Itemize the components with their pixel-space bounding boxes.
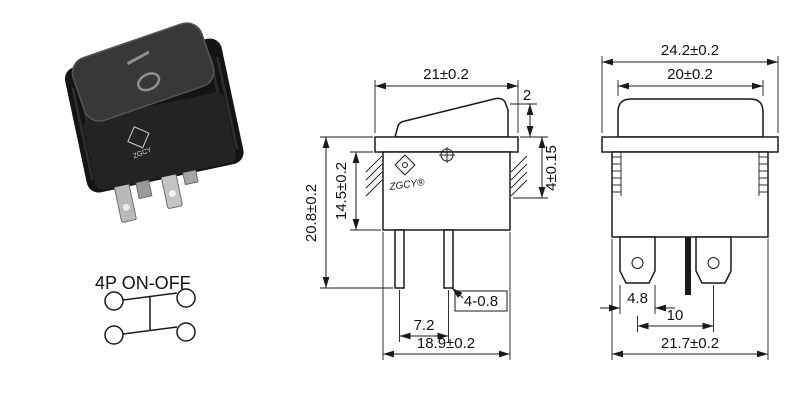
side-pin xyxy=(394,229,405,289)
terminal xyxy=(104,291,124,311)
front-view: 24.2±0.2 20±0.2 4.8 10 21 xyxy=(600,42,779,360)
svg-text:4±0.15: 4±0.15 xyxy=(543,145,560,191)
side-pin xyxy=(443,229,454,289)
zgcy-logo-text: ZGCY® xyxy=(388,177,426,193)
svg-text:20±0.2: 20±0.2 xyxy=(667,66,713,83)
wing-serrations-right xyxy=(758,152,768,196)
side-view: ZGCY® 21±0.2 2 4±0.15 1 xyxy=(303,66,560,360)
svg-text:2: 2 xyxy=(523,87,531,104)
terminal xyxy=(176,322,196,342)
dim-side-rocker-height: 2 xyxy=(510,87,548,138)
pin-hole xyxy=(631,257,644,269)
terminal xyxy=(176,288,196,308)
front-flange xyxy=(601,136,779,153)
center-pin xyxy=(685,237,691,295)
dim-side-pin-pitch: 7.2 xyxy=(399,290,449,342)
front-pin xyxy=(619,236,656,284)
dim-front-pin-pitch: 10 xyxy=(637,285,714,332)
on-symbol xyxy=(126,50,150,65)
schematic-label: 4P ON-OFF xyxy=(95,273,191,293)
pin-hole xyxy=(707,257,720,269)
dim-front-bottom-width: 21.7±0.2 xyxy=(611,239,769,360)
front-pin xyxy=(695,236,732,284)
label-side-pin-size: 4-0.8 xyxy=(451,287,508,312)
switch-front-face xyxy=(83,92,237,190)
side-rocker xyxy=(394,97,509,138)
lever-line xyxy=(122,292,178,301)
svg-text:21.7±0.2: 21.7±0.2 xyxy=(661,335,719,352)
panel-hatch-right xyxy=(510,155,528,197)
dim-side-body-height: 14.5±0.2 xyxy=(333,151,381,231)
dim-front-top-width: 24.2±0.2 xyxy=(601,42,779,133)
terminal xyxy=(104,325,124,345)
dim-front-pin-width: 4.8 xyxy=(600,285,675,314)
dim-side-top-width: 21±0.2 xyxy=(374,66,519,133)
side-body xyxy=(382,151,511,231)
svg-text:14.5±0.2: 14.5±0.2 xyxy=(333,162,350,220)
switch-photo: ZGCY xyxy=(64,22,244,223)
schematic: 4P ON-OFF xyxy=(95,273,196,345)
front-rocker xyxy=(617,98,764,138)
switch-rocker xyxy=(71,22,215,122)
svg-text:4.8: 4.8 xyxy=(627,290,648,307)
side-flange xyxy=(374,136,519,153)
svg-text:21±0.2: 21±0.2 xyxy=(423,66,469,83)
front-body xyxy=(611,151,769,238)
svg-text:4-0.8: 4-0.8 xyxy=(464,293,498,310)
svg-text:24.2±0.2: 24.2±0.2 xyxy=(661,42,719,59)
panel-hatch-left xyxy=(365,155,383,197)
dim-side-bottom-width: 18.9±0.2 xyxy=(382,232,511,360)
svg-text:10: 10 xyxy=(667,307,684,324)
zgcy-logo: ZGCY® xyxy=(388,154,426,193)
svg-text:18.9±0.2: 18.9±0.2 xyxy=(417,335,475,352)
wing-serrations-left xyxy=(612,152,622,196)
dim-side-panel-height: 4±0.15 xyxy=(513,137,560,199)
dim-front-rocker-width: 20±0.2 xyxy=(617,66,764,96)
svg-text:7.2: 7.2 xyxy=(414,317,435,334)
dim-side-total-height: 20.8±0.2 xyxy=(303,136,393,289)
off-symbol xyxy=(136,72,161,92)
svg-text:20.8±0.2: 20.8±0.2 xyxy=(303,184,320,242)
